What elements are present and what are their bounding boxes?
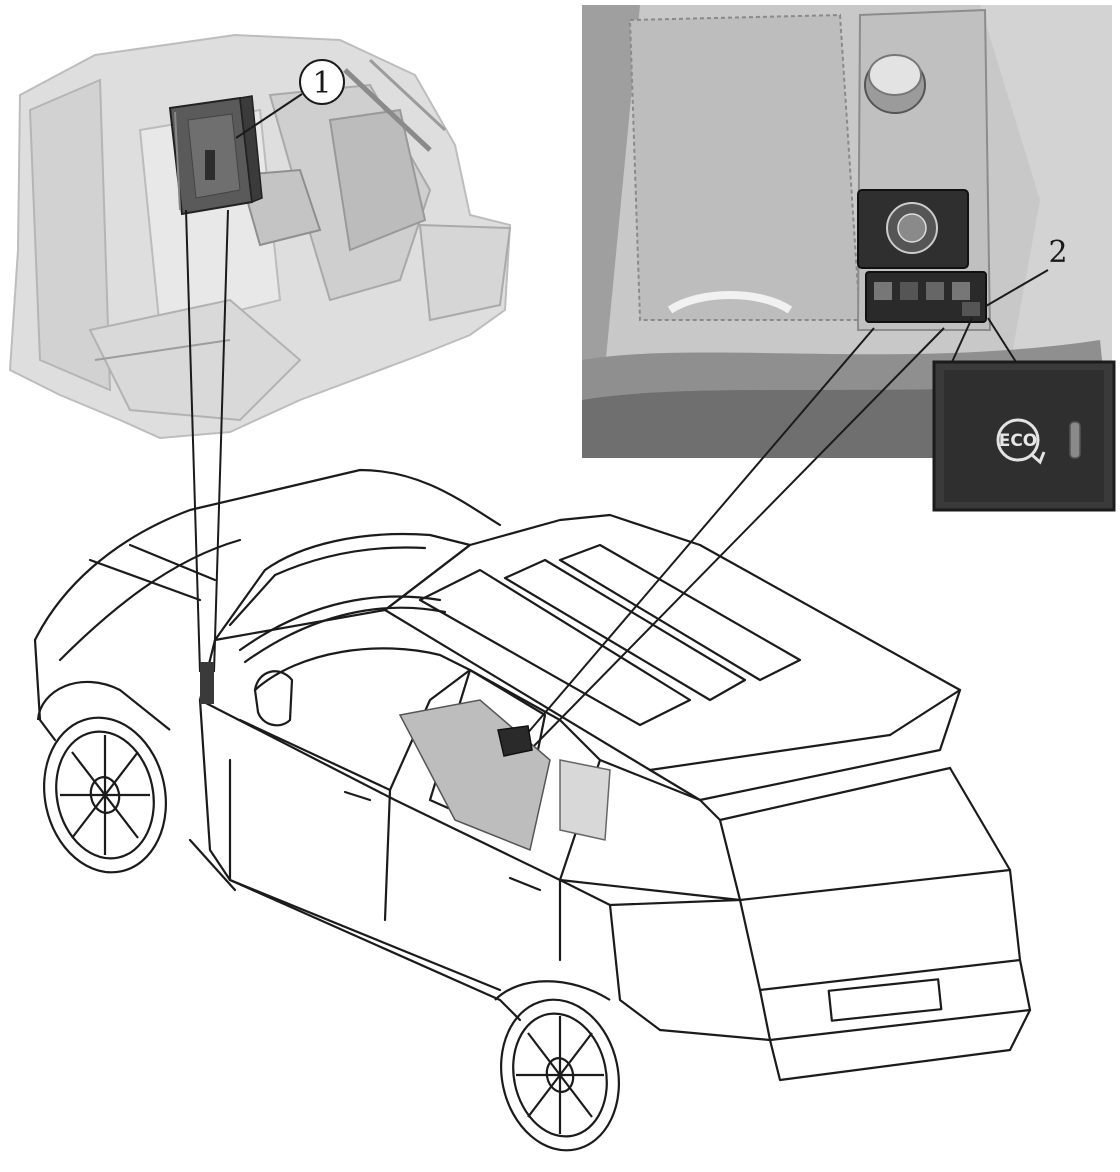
- rear-wheel: [494, 980, 620, 1152]
- leader-lines-module: [185, 209, 229, 673]
- leader-lines-switch: [519, 327, 945, 751]
- eco-switch-zoom: ECO: [932, 317, 1116, 512]
- eco-indicator-light: [1069, 421, 1081, 459]
- module-location-marker: [200, 662, 214, 704]
- switch-location-marker: [497, 725, 533, 757]
- eco-icon: [996, 418, 1040, 462]
- eco-button-label: ECO: [999, 431, 1038, 451]
- front-wheel: [36, 680, 171, 874]
- callout-2: 2: [985, 235, 1068, 307]
- callout-1-label: 1: [312, 66, 331, 101]
- callout-1: 1: [235, 59, 345, 139]
- interior-cutaway: [200, 662, 611, 852]
- vehicle-outline: [33, 468, 1032, 1082]
- callout-2-label: 2: [1048, 235, 1067, 270]
- inset-module-photo: [8, 33, 512, 440]
